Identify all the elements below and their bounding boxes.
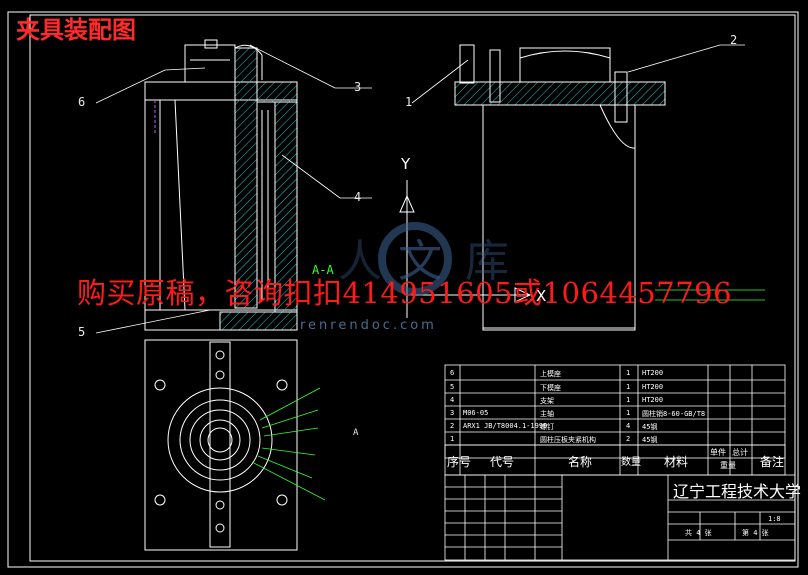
bom-table-grid [444, 364, 786, 476]
promo-banner: 购买原稿，咨询扣扣414951605或1064457796 [77, 276, 733, 310]
drawing-outer-border [7, 11, 799, 568]
bom-header-weight: 重量 [720, 461, 736, 470]
bom-row-2-name: 螺钉 [540, 423, 554, 431]
callout-1: 1 [405, 95, 413, 109]
callout-4: 4 [354, 190, 362, 204]
watermark-char-2: 文 [398, 236, 442, 287]
bom-row-3-qty: 1 [626, 409, 631, 417]
bom-row-6-no: 6 [450, 369, 455, 377]
drawing-inner-border [29, 14, 796, 562]
bom-header-remark: 备注 [760, 455, 785, 469]
watermark-char-3: 库 [465, 236, 509, 287]
bom-row-4-no: 4 [450, 396, 455, 404]
green-notes [655, 289, 765, 301]
bom-header-name: 名称 [568, 455, 593, 469]
bom-header-material: 材料 [664, 455, 689, 469]
sheet-number: 第 4 张 [742, 529, 769, 537]
bom-row-5-no: 5 [450, 383, 455, 391]
bom-header-no: 序号 [447, 455, 472, 469]
bom-row-3-name: 主轴 [540, 410, 554, 418]
section-side-mark: A [353, 428, 359, 438]
watermark-char-1: 人 [338, 236, 382, 287]
callout-leaders [95, 44, 745, 334]
bom-row-6-qty: 1 [626, 369, 631, 377]
title-block-grid [444, 474, 796, 561]
callout-2: 2 [730, 33, 738, 47]
bom-row-2-code: ARX1 JB/T8004.1-1999 [463, 422, 548, 430]
bom-row-1-qty: 2 [626, 435, 631, 443]
bom-row-2-qty: 4 [626, 422, 631, 430]
scale-value: 1:8 [768, 515, 781, 523]
callout-3: 3 [354, 80, 362, 94]
university-name: 辽宁工程技术大学 [673, 482, 802, 501]
callout-5: 5 [78, 325, 86, 339]
bom-row-1-material: 45钢 [642, 436, 658, 444]
top-view-leaders [251, 387, 326, 501]
bom-row-5-qty: 1 [626, 383, 631, 391]
bom-header-total: 总计 [732, 448, 748, 457]
watermark-logo [378, 222, 452, 296]
drawing-title: 夹具装配图 [16, 15, 136, 44]
callout-6: 6 [78, 95, 86, 109]
axis-x-label: X [536, 287, 547, 305]
bom-header-unit: 单件 [710, 448, 726, 457]
bom-row-4-qty: 1 [626, 396, 631, 404]
bom-row-4-material: HT200 [642, 396, 664, 404]
bom-row-6-material: HT200 [642, 369, 664, 377]
sheet-count: 共 4 张 [685, 529, 712, 537]
bom-row-4-name: 支架 [540, 397, 554, 405]
bom-header-qty: 数量 [621, 457, 641, 468]
bom-row-5-material: HT200 [642, 383, 664, 391]
bom-row-1-name: 圆柱压板夹紧机构 [540, 436, 596, 444]
axis-y-label: Y [401, 155, 411, 173]
section-mark: A-A [312, 263, 334, 277]
bom-row-2-no: 2 [450, 422, 455, 430]
bom-row-6-name: 上模座 [540, 370, 561, 378]
bom-row-3-material: 圆柱销8-60-GB/T8 [642, 410, 706, 418]
bom-row-5-name: 下模座 [540, 384, 561, 392]
bom-row-2-material: 45钢 [642, 423, 658, 431]
top-view [144, 339, 298, 551]
bom-row-1-no: 1 [450, 435, 455, 443]
bom-row-3-code: M06-05 [463, 409, 489, 417]
side-view [454, 44, 666, 331]
watermark-text: renrendoc.com [300, 318, 437, 333]
bom-row-3-no: 3 [450, 409, 455, 417]
bom-header-code: 代号 [490, 455, 515, 469]
front-section-view [144, 39, 298, 331]
